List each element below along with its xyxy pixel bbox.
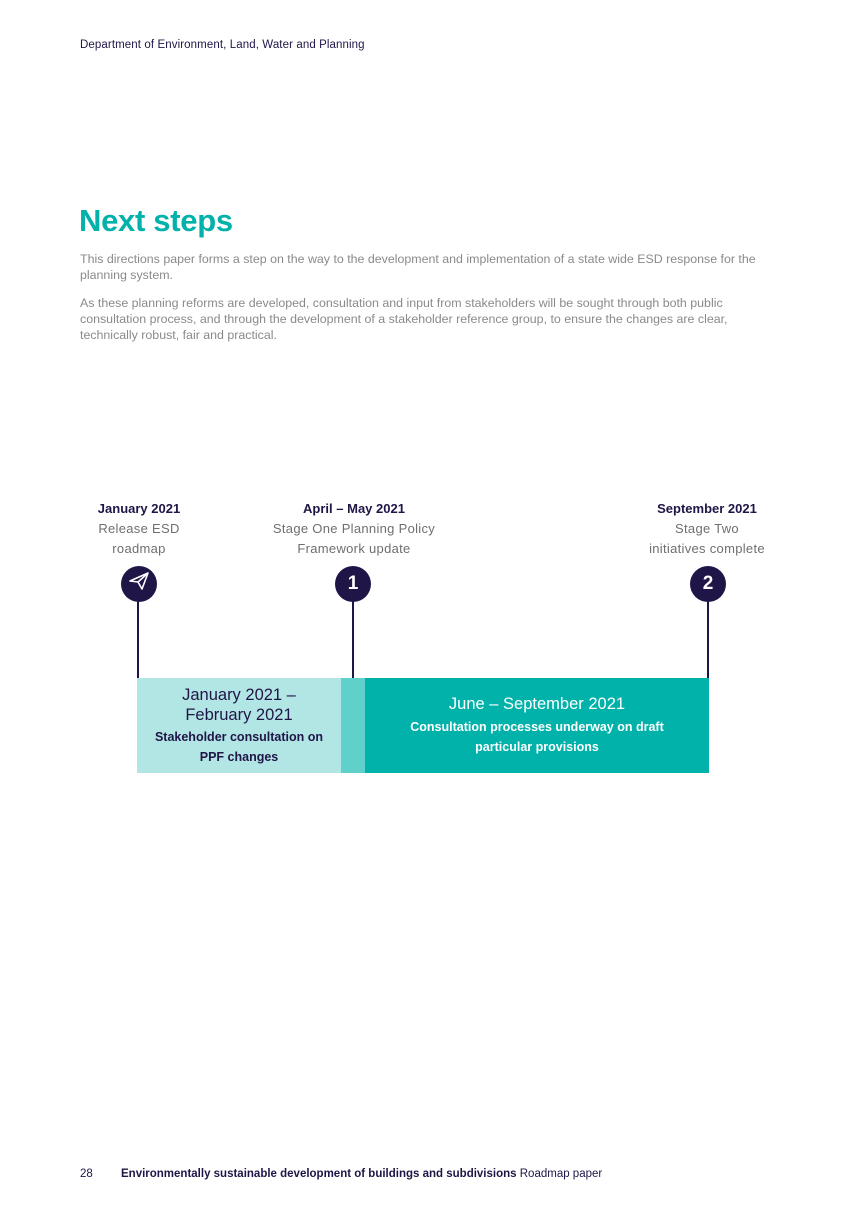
document-title: Environmentally sustainable development … [121,1168,517,1180]
milestone-marker: 2 [690,566,726,602]
consultation-paragraph: As these planning reforms are developed,… [80,296,728,342]
milestone-date: April – May 2021 [303,501,405,516]
period-transition-band [341,678,365,773]
milestone-date: September 2021 [657,501,757,516]
document-subtitle: Roadmap paper [519,1168,603,1180]
milestone-text: Framework update [297,541,411,556]
milestone-text: roadmap [112,541,166,556]
period-heading: June – September 2021 [448,695,626,713]
intro-paragraph: This directions paper forms a step on th… [80,252,756,282]
milestone-text: Stage Two [675,521,739,536]
milestone-marker: 1 [335,566,371,602]
period-heading: January 2021 – February 2021 [182,685,296,724]
department-header: Department of Environment, Land, Water a… [80,39,365,51]
milestone-date: January 2021 [97,501,181,516]
section-title: Next steps [79,203,233,238]
page-number: 28 [80,1168,93,1180]
milestone-september-2021: September 2021 Stage Two initiatives com… [622,499,792,559]
period-text: Stakeholder consultation on PPF changes [154,729,324,764]
milestone-text: Stage One Planning Policy [272,521,436,536]
period-text: Consultation processes underway on draft… [410,720,664,754]
paper-plane-icon [129,572,149,596]
period-draft-provisions-consultation: June – September 2021 Consultation proce… [365,678,709,773]
milestone-marker [121,566,157,602]
milestone-text: initiatives complete [649,541,765,556]
page-footer: 28 Environmentally sustainable developmen… [80,1168,602,1180]
timeline-connector [352,600,354,680]
milestone-text: Release ESD [98,521,180,536]
milestone-january-2021: January 2021 Release ESD roadmap [64,499,214,559]
period-stakeholder-consultation: January 2021 – February 2021 Stakeholder… [137,678,341,773]
timeline-connector [137,600,139,680]
milestone-april-may-2021: April – May 2021 Stage One Planning Poli… [244,499,464,559]
timeline-connector [707,600,709,680]
